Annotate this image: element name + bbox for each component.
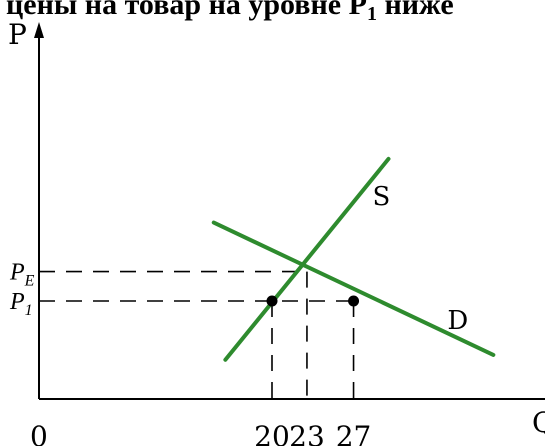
y-axis-arrow-icon: [34, 22, 44, 38]
y-axis-label: P: [8, 18, 27, 51]
header-text-subscript: 1: [367, 3, 377, 25]
quantity-tick-label-23: 23: [289, 420, 325, 446]
header-text-fragment: цены на товар на уровне P1 ниже: [6, 0, 454, 25]
series-labels: SD: [373, 182, 469, 336]
series-line-d: [211, 220, 496, 357]
series-label-d: D: [447, 306, 468, 336]
origin-label: 0: [30, 420, 48, 446]
price-level-label-e: PE: [9, 260, 35, 290]
header-text-main: цены на товар на уровне P: [6, 0, 367, 21]
guide-lines: [39, 270, 355, 399]
header-text-tail: ниже: [377, 0, 454, 21]
series-line-s: [223, 156, 391, 362]
point-marker-2: [348, 295, 360, 307]
series-label-s: S: [373, 182, 391, 212]
quantity-tick-label-27: 27: [336, 420, 372, 446]
x-axis-label: Q: [532, 406, 545, 439]
quantity-tick-label-20: 20: [254, 420, 290, 446]
markers: [266, 295, 360, 307]
curves: [211, 156, 496, 362]
point-marker-1: [266, 295, 278, 307]
price-level-label-1: P1: [9, 289, 33, 319]
